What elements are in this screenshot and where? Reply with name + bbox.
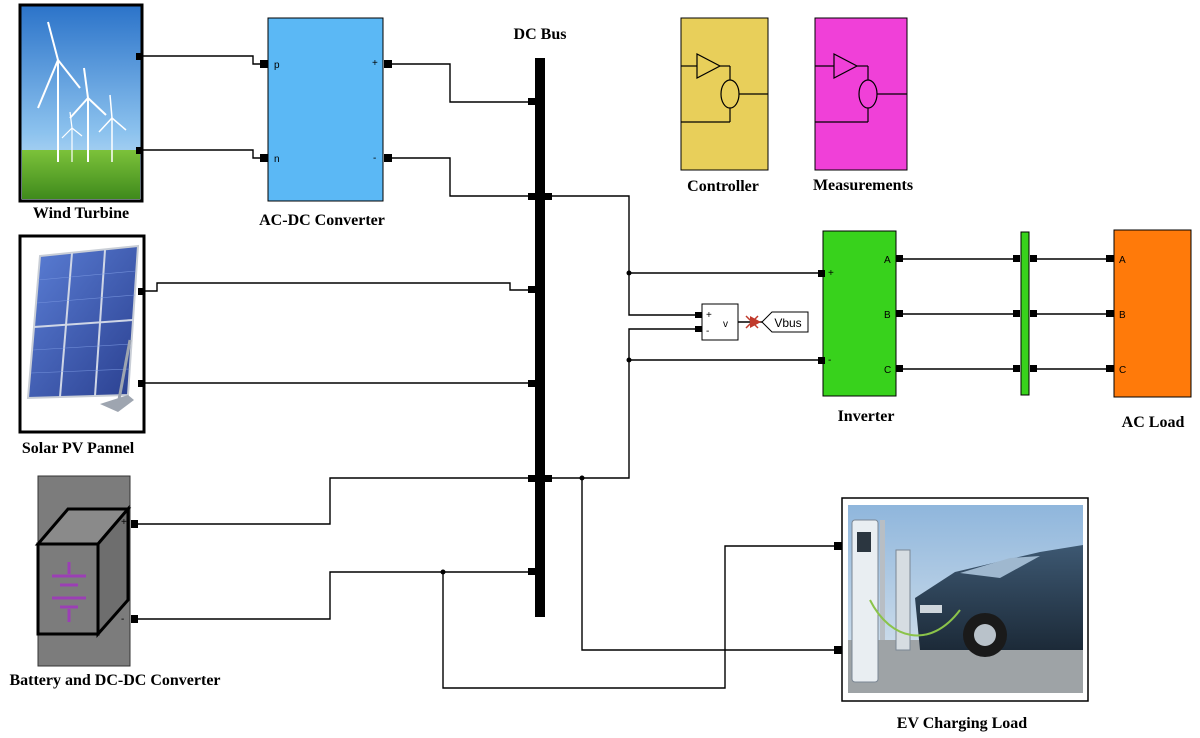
ac-load-block[interactable]: A B C (1106, 229, 1192, 398)
solar-pv-block[interactable] (18, 234, 146, 434)
battery-port-plus: + (121, 517, 127, 528)
battery-block[interactable]: + - (34, 475, 138, 667)
solar-pv-label: Solar PV Pannel (22, 440, 135, 457)
wind-turbine-image (37, 21, 127, 162)
measurements-label: Measurements (813, 177, 913, 194)
ac-load-port-b: B (1119, 310, 1126, 321)
ev-charging-load-block[interactable] (834, 497, 1089, 702)
dc-bus-block[interactable] (528, 58, 552, 617)
controller-label: Controller (687, 178, 759, 195)
vm-port-minus: - (706, 326, 709, 337)
vbus-tag-label: Vbus (774, 316, 801, 330)
inverter-port-b: B (884, 310, 891, 321)
ev-charging-load-label: EV Charging Load (897, 715, 1028, 732)
converter-port-n: n (274, 154, 280, 165)
inverter-port-plus: + (828, 268, 834, 279)
inverter-block[interactable]: + - A B C (818, 230, 903, 397)
inverter-port-minus: - (828, 355, 831, 366)
voltage-measurement-block[interactable]: + - v (695, 303, 739, 341)
wires (138, 55, 1112, 689)
converter-port-p: p (274, 60, 280, 71)
ac-dc-converter-label: AC-DC Converter (259, 212, 385, 229)
inverter-port-c: C (884, 365, 891, 376)
vm-port-plus: + (706, 310, 712, 321)
ac-dc-converter-block[interactable]: p n + - (260, 17, 392, 202)
solar-panel-image (26, 244, 140, 412)
dc-bus-label: DC Bus (514, 26, 567, 43)
ac-load-port-a: A (1119, 255, 1126, 266)
battery-port-minus: - (121, 614, 124, 625)
three-phase-bus-block[interactable] (1013, 231, 1037, 396)
measurements-block[interactable] (814, 17, 908, 171)
converter-port-minus: - (373, 153, 376, 164)
wind-turbine-label: Wind Turbine (33, 205, 129, 222)
wind-turbine-block[interactable] (18, 3, 144, 203)
vm-port-v: v (723, 319, 728, 330)
battery-label: Battery and DC-DC Converter (9, 672, 220, 689)
controller-block[interactable] (680, 17, 769, 171)
ac-load-label: AC Load (1122, 414, 1185, 431)
voltage-tag-icon[interactable]: Vbus (745, 311, 809, 333)
ac-load-port-c: C (1119, 365, 1126, 376)
inverter-port-a: A (884, 255, 891, 266)
battery-symbol-icon (52, 562, 86, 622)
ev-charger-image (848, 505, 1083, 693)
converter-port-plus: + (372, 58, 378, 69)
inverter-label: Inverter (838, 408, 895, 425)
